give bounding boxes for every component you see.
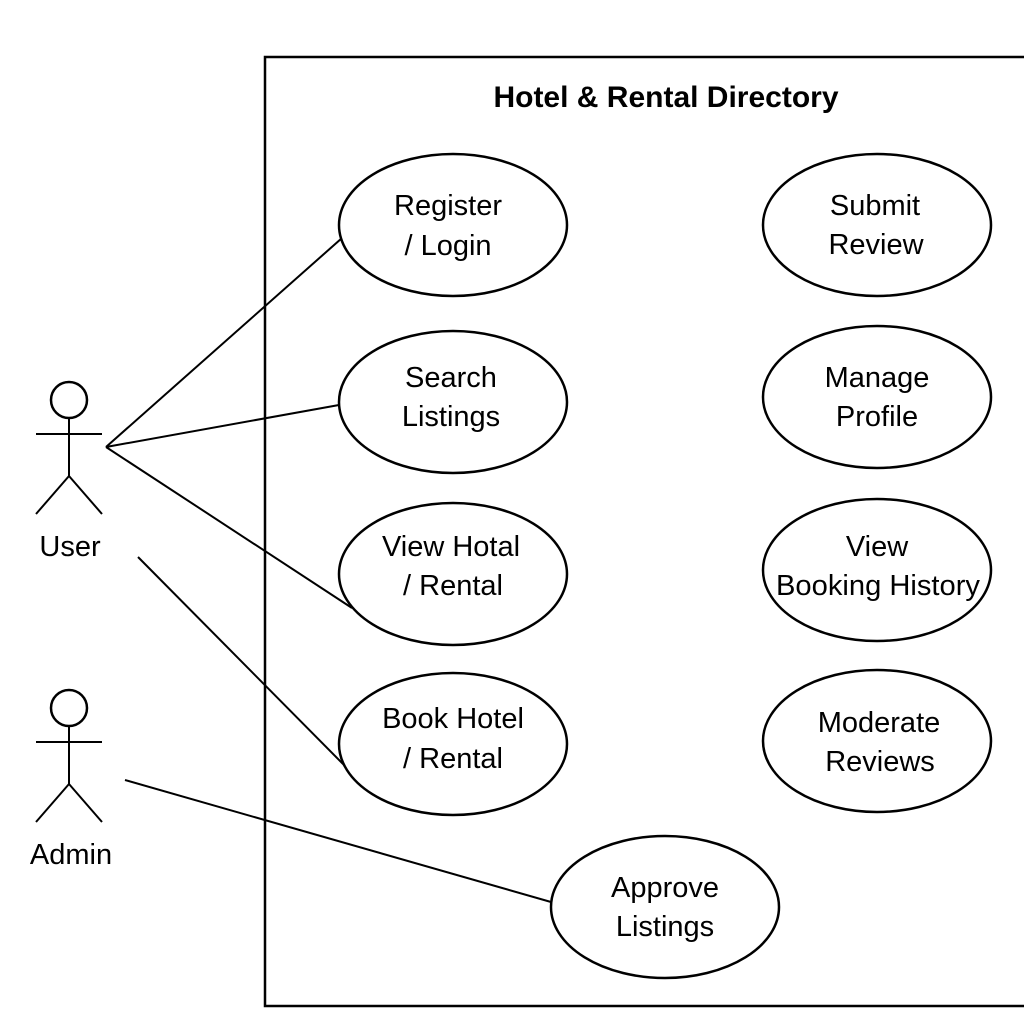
- use-case-ellipse: [337, 671, 569, 817]
- association-user-register-login: [105, 237, 343, 448]
- use-case-label-line-2: Booking History: [776, 570, 980, 602]
- use-case-ellipse: [761, 152, 993, 298]
- use-case-label-line-2: Reviews: [825, 746, 935, 778]
- use-case-label-line-1: View: [846, 531, 909, 563]
- actor-right-leg: [68, 783, 103, 823]
- use-case-label-line-1: Moderate: [818, 707, 941, 739]
- actor-left-leg: [35, 475, 70, 515]
- association-user-search-listings: [105, 404, 340, 448]
- use-case-approve-listings: Approve Listings: [549, 834, 781, 980]
- use-case-label-line-1: Approve: [611, 872, 719, 904]
- use-case-view-hotel-rental: View Hotal / Rental: [337, 501, 569, 647]
- system-title: Hotel & Rental Directory: [493, 81, 838, 114]
- actor-user: User: [35, 380, 103, 563]
- association-user-view-hotel-rental: [105, 446, 353, 609]
- actor-admin: Admin: [30, 688, 112, 871]
- use-case-ellipse: [761, 668, 993, 814]
- actor-user-label: User: [39, 531, 101, 563]
- use-case-label-line-2: / Login: [404, 230, 491, 262]
- use-case-submit-review: Submit Review: [761, 152, 993, 298]
- use-case-ellipse: [337, 152, 569, 298]
- use-case-ellipse: [337, 329, 569, 475]
- use-case-ellipse: [761, 324, 993, 470]
- actor-head: [49, 688, 89, 728]
- use-case-label-line-1: View Hotal: [382, 531, 520, 563]
- use-case-label-line-1: Search: [405, 362, 497, 394]
- use-case-ellipse: [761, 497, 993, 643]
- use-case-register-login: Register / Login: [337, 152, 569, 298]
- use-case-ellipse: [337, 501, 569, 647]
- use-case-label-line-1: Manage: [825, 362, 930, 394]
- use-case-label-line-2: / Rental: [403, 570, 503, 602]
- use-case-search-listings: Search Listings: [337, 329, 569, 475]
- use-case-label-line-2: Listings: [616, 911, 714, 943]
- use-case-moderate-reviews: Moderate Reviews: [761, 668, 993, 814]
- use-case-book-hotel-rental: Book Hotel / Rental: [337, 671, 569, 817]
- use-case-label-line-2: / Rental: [403, 743, 503, 775]
- actor-head: [49, 380, 89, 420]
- association-user-book-hotel-rental: [137, 556, 346, 767]
- use-case-label-line-1: Submit: [830, 190, 920, 222]
- actor-left-leg: [35, 783, 70, 823]
- use-case-label-line-2: Review: [828, 229, 924, 261]
- use-case-ellipse: [549, 834, 781, 980]
- actor-right-leg: [68, 475, 103, 515]
- use-case-label-line-1: Book Hotel: [382, 703, 524, 735]
- use-case-view-booking-history: View Booking History: [761, 497, 993, 643]
- associations: [105, 237, 552, 903]
- use-case-manage-profile: Manage Profile: [761, 324, 993, 470]
- association-admin-approve-listings: [124, 779, 552, 903]
- actor-admin-label: Admin: [30, 839, 112, 871]
- use-case-label-line-2: Listings: [402, 401, 500, 433]
- use-case-label-line-1: Register: [394, 190, 502, 222]
- use-case-label-line-2: Profile: [836, 401, 918, 433]
